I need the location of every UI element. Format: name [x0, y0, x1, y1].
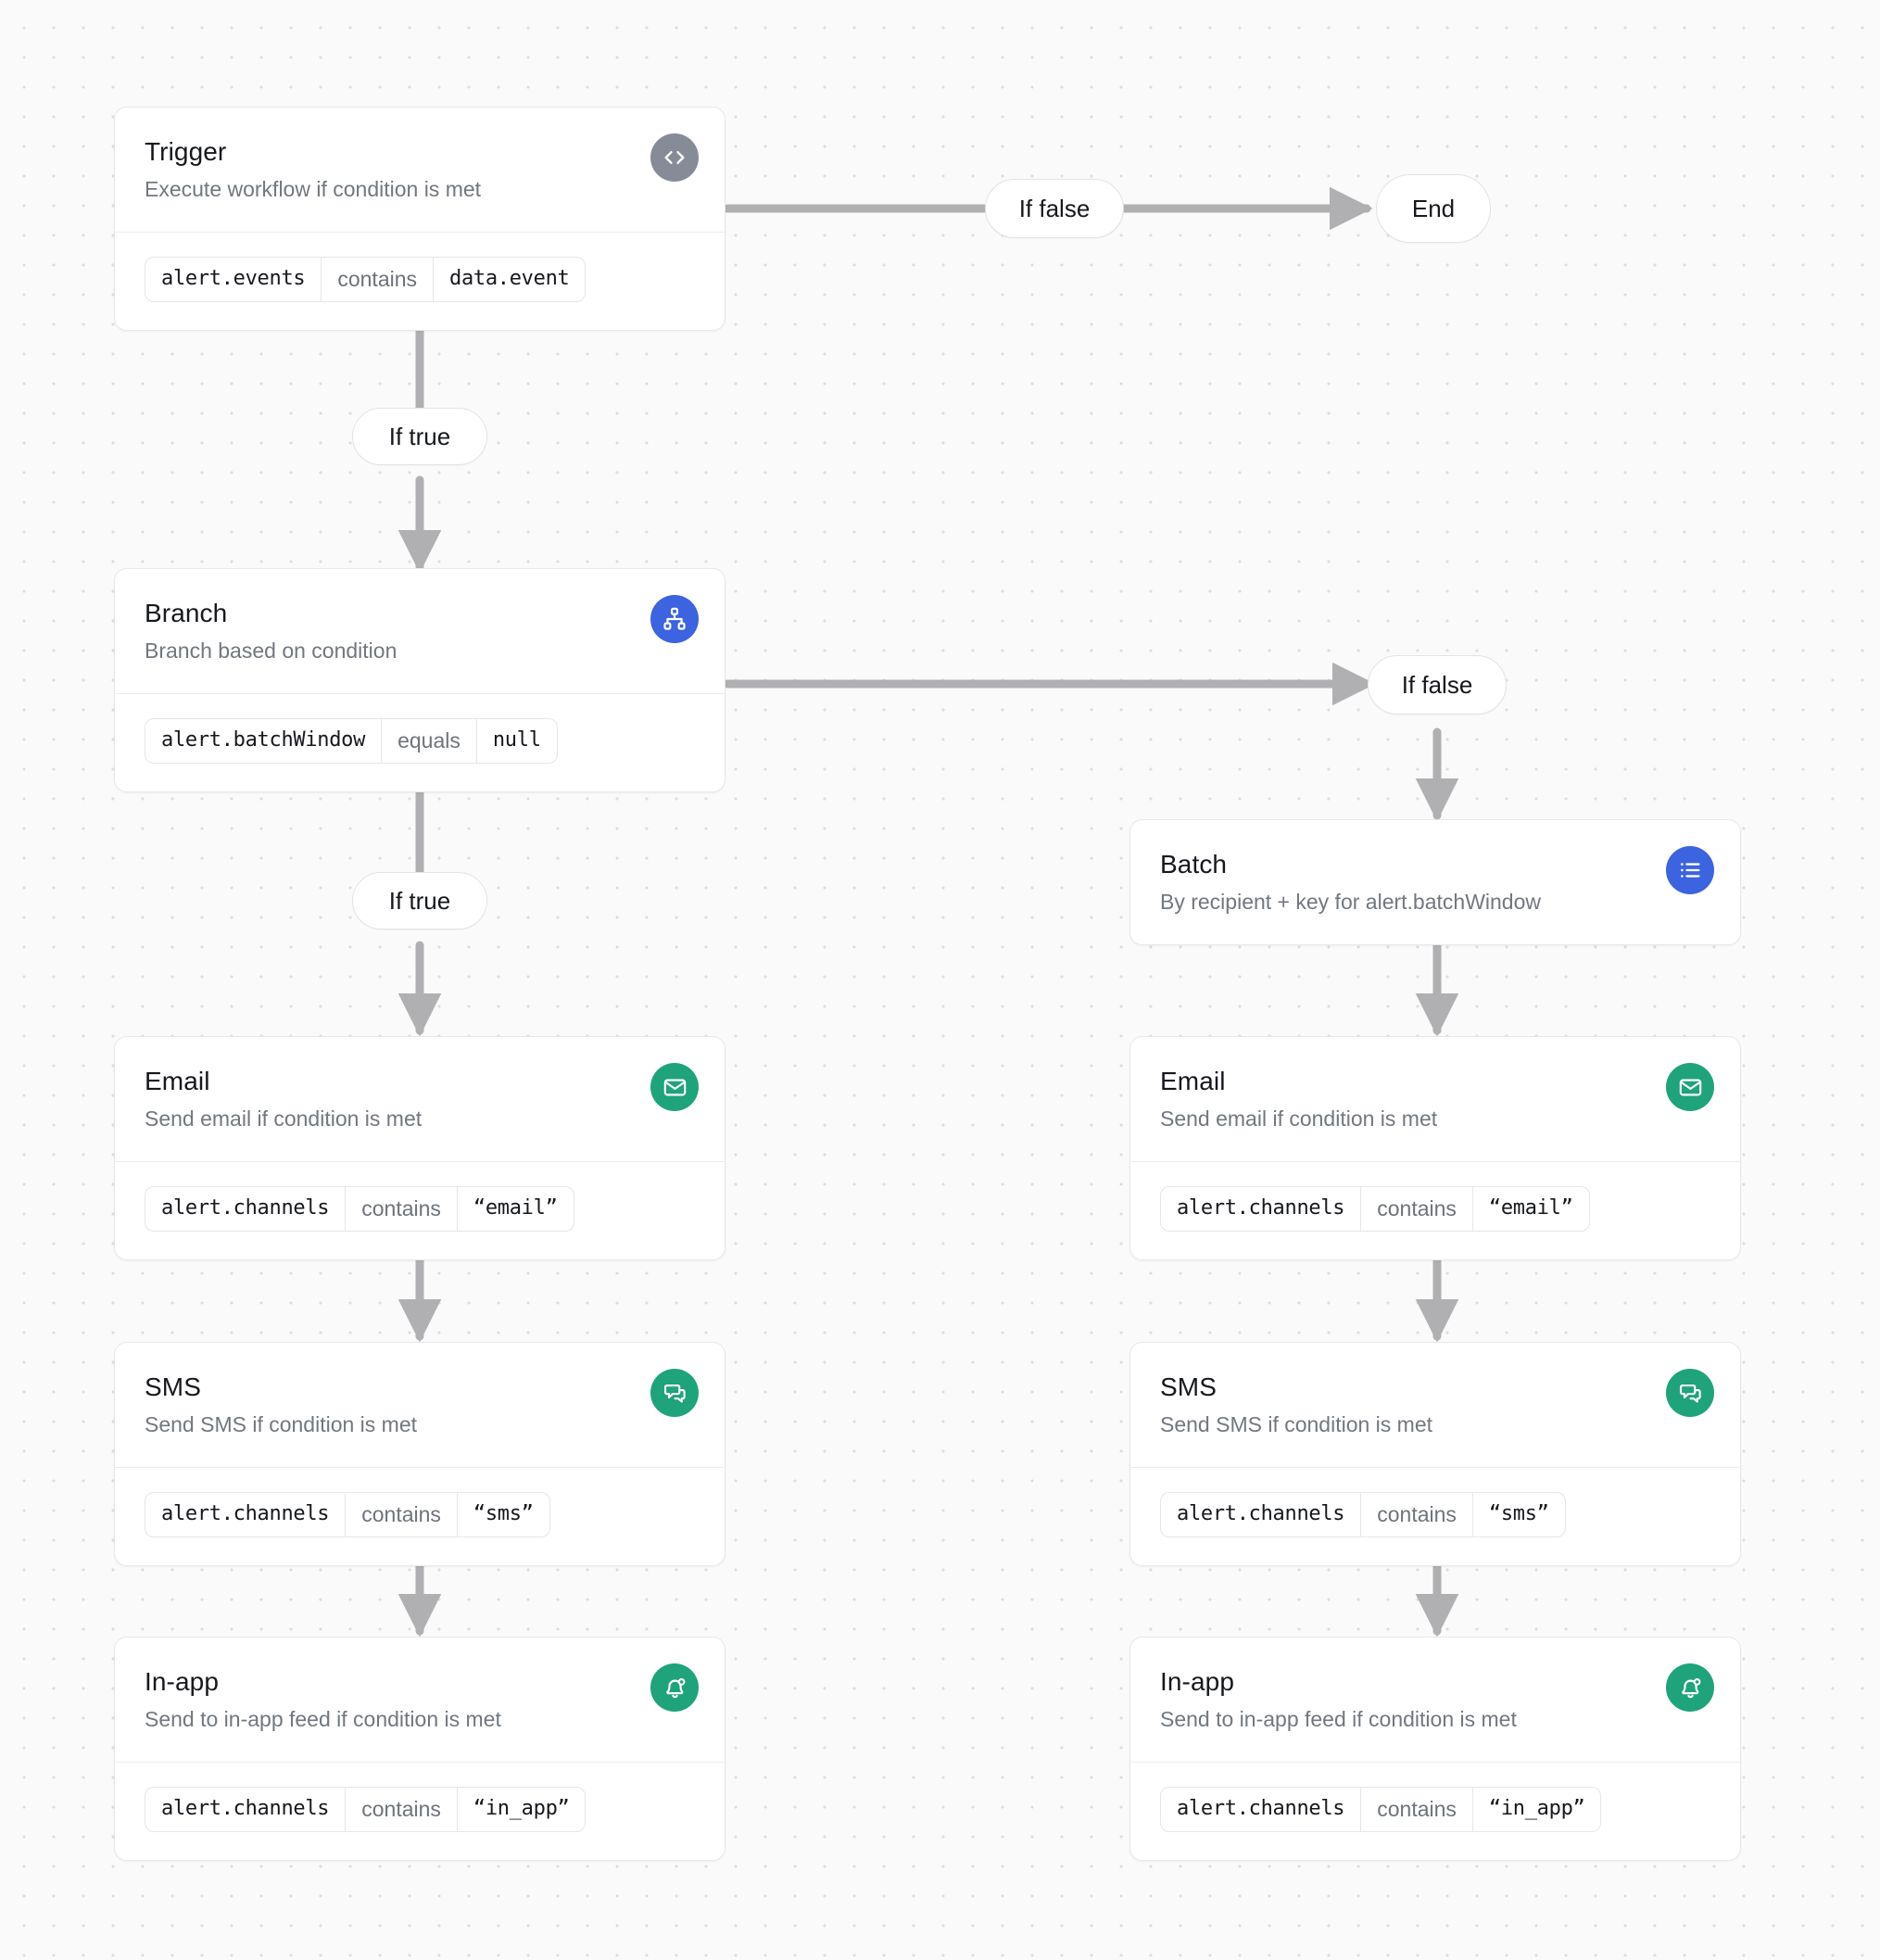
- bell-dot-icon: [650, 1663, 699, 1712]
- condition-operator: contains: [345, 1787, 458, 1831]
- code-icon: [650, 133, 699, 182]
- condition-operator: contains: [1360, 1492, 1473, 1536]
- node-branch[interactable]: Branch Branch based on condition alert.b…: [114, 568, 726, 792]
- node-email-left-title: Email: [145, 1067, 210, 1095]
- node-trigger-condition[interactable]: alert.events contains data.event: [115, 231, 725, 330]
- condition-field: alert.channels: [1177, 1797, 1345, 1821]
- node-sms-left-title: SMS: [145, 1372, 201, 1401]
- node-sms-right[interactable]: SMS Send SMS if condition is met alert.c…: [1129, 1342, 1741, 1566]
- hierarchy-icon: [650, 595, 699, 643]
- node-batch-subtitle: By recipient + key for alert.batchWindow: [1160, 890, 1541, 914]
- node-email-right-title: Email: [1160, 1067, 1226, 1095]
- node-trigger-header: Trigger Execute workflow if condition is…: [115, 107, 725, 232]
- condition-pill[interactable]: alert.channels contains “email”: [145, 1185, 574, 1232]
- envelope-icon: [650, 1063, 699, 1111]
- condition-operator: contains: [345, 1186, 458, 1231]
- node-sms-left-subtitle: Send SMS if condition is met: [145, 1412, 418, 1436]
- condition-pill[interactable]: alert.channels contains “sms”: [1160, 1491, 1566, 1537]
- node-email-right-header: Email Send email if condition is met: [1130, 1037, 1740, 1161]
- edge-label-branch-if-false[interactable]: If false: [1368, 655, 1507, 714]
- condition-field: alert.channels: [161, 1797, 330, 1821]
- condition-operator: contains: [321, 257, 435, 301]
- condition-pill[interactable]: alert.batchWindow equals null: [145, 717, 558, 764]
- node-sms-left-header: SMS Send SMS if condition is met: [115, 1343, 725, 1467]
- node-email-right-condition[interactable]: alert.channels contains “email”: [1130, 1160, 1740, 1259]
- node-trigger-title: Trigger: [145, 137, 227, 166]
- node-email-left-subtitle: Send email if condition is met: [145, 1106, 423, 1131]
- condition-value: “sms”: [1488, 1502, 1549, 1526]
- condition-pill[interactable]: alert.channels contains “email”: [1160, 1185, 1590, 1232]
- condition-value: data.event: [449, 267, 570, 291]
- node-sms-right-condition[interactable]: alert.channels contains “sms”: [1130, 1466, 1740, 1565]
- node-inapp-left-condition[interactable]: alert.channels contains “in_app”: [115, 1761, 725, 1860]
- node-end[interactable]: End: [1376, 174, 1491, 243]
- condition-value: “sms”: [473, 1502, 534, 1526]
- condition-value: null: [492, 728, 541, 752]
- node-inapp-left[interactable]: In-app Send to in-app feed if condition …: [114, 1637, 726, 1861]
- bell-dot-icon: [1666, 1663, 1714, 1712]
- chat-bubbles-icon: [1666, 1369, 1714, 1417]
- node-sms-right-title: SMS: [1160, 1372, 1217, 1401]
- node-sms-right-subtitle: Send SMS if condition is met: [1160, 1412, 1433, 1436]
- condition-field: alert.channels: [1177, 1196, 1345, 1220]
- node-inapp-right-condition[interactable]: alert.channels contains “in_app”: [1130, 1761, 1740, 1860]
- condition-field: alert.channels: [1177, 1502, 1345, 1526]
- condition-value: “in_app”: [473, 1797, 570, 1821]
- node-sms-right-header: SMS Send SMS if condition is met: [1130, 1343, 1740, 1467]
- node-branch-title: Branch: [145, 599, 228, 627]
- node-branch-header: Branch Branch based on condition: [115, 569, 725, 693]
- condition-pill[interactable]: alert.events contains data.event: [145, 256, 587, 302]
- edge-label-branch-if-true[interactable]: If true: [352, 872, 487, 929]
- node-inapp-right-title: In-app: [1160, 1667, 1234, 1696]
- node-branch-subtitle: Branch based on condition: [145, 639, 397, 663]
- condition-field: alert.channels: [161, 1196, 330, 1220]
- condition-field: alert.batchWindow: [161, 728, 366, 752]
- condition-operator: contains: [1360, 1186, 1473, 1231]
- node-email-right[interactable]: Email Send email if condition is met ale…: [1129, 1036, 1741, 1260]
- chat-bubbles-icon: [650, 1369, 699, 1417]
- node-batch[interactable]: Batch By recipient + key for alert.batch…: [1129, 819, 1741, 945]
- node-batch-header: Batch By recipient + key for alert.batch…: [1130, 820, 1740, 944]
- node-inapp-left-subtitle: Send to in-app feed if condition is met: [145, 1707, 501, 1731]
- condition-value: “email”: [1488, 1196, 1573, 1220]
- node-inapp-right-subtitle: Send to in-app feed if condition is met: [1160, 1707, 1517, 1731]
- condition-pill[interactable]: alert.channels contains “in_app”: [145, 1786, 587, 1832]
- node-batch-title: Batch: [1160, 850, 1228, 879]
- condition-value: “in_app”: [1488, 1797, 1585, 1821]
- condition-field: alert.channels: [161, 1502, 330, 1526]
- condition-value: “email”: [473, 1196, 558, 1220]
- condition-operator: equals: [381, 718, 477, 763]
- condition-pill[interactable]: alert.channels contains “in_app”: [1160, 1786, 1602, 1832]
- node-branch-condition[interactable]: alert.batchWindow equals null: [115, 692, 725, 791]
- node-inapp-right[interactable]: In-app Send to in-app feed if condition …: [1129, 1637, 1741, 1861]
- edge-label-trigger-if-true[interactable]: If true: [352, 408, 487, 465]
- node-inapp-left-header: In-app Send to in-app feed if condition …: [115, 1638, 725, 1762]
- node-email-right-subtitle: Send email if condition is met: [1160, 1106, 1438, 1131]
- condition-operator: contains: [345, 1492, 458, 1536]
- condition-operator: contains: [1360, 1787, 1473, 1831]
- edge-label-trigger-if-false[interactable]: If false: [985, 179, 1124, 238]
- condition-field: alert.events: [161, 267, 306, 291]
- node-email-left-condition[interactable]: alert.channels contains “email”: [115, 1160, 725, 1259]
- node-trigger-subtitle: Execute workflow if condition is met: [145, 177, 482, 201]
- node-trigger[interactable]: Trigger Execute workflow if condition is…: [114, 107, 726, 331]
- node-email-left-header: Email Send email if condition is met: [115, 1037, 725, 1161]
- node-email-left[interactable]: Email Send email if condition is met ale…: [114, 1036, 726, 1260]
- envelope-icon: [1666, 1063, 1714, 1111]
- node-inapp-right-header: In-app Send to in-app feed if condition …: [1130, 1638, 1740, 1762]
- condition-pill[interactable]: alert.channels contains “sms”: [145, 1491, 550, 1537]
- node-inapp-left-title: In-app: [145, 1667, 219, 1696]
- list-icon: [1666, 846, 1714, 894]
- node-sms-left[interactable]: SMS Send SMS if condition is met alert.c…: [114, 1342, 726, 1566]
- node-sms-left-condition[interactable]: alert.channels contains “sms”: [115, 1466, 725, 1565]
